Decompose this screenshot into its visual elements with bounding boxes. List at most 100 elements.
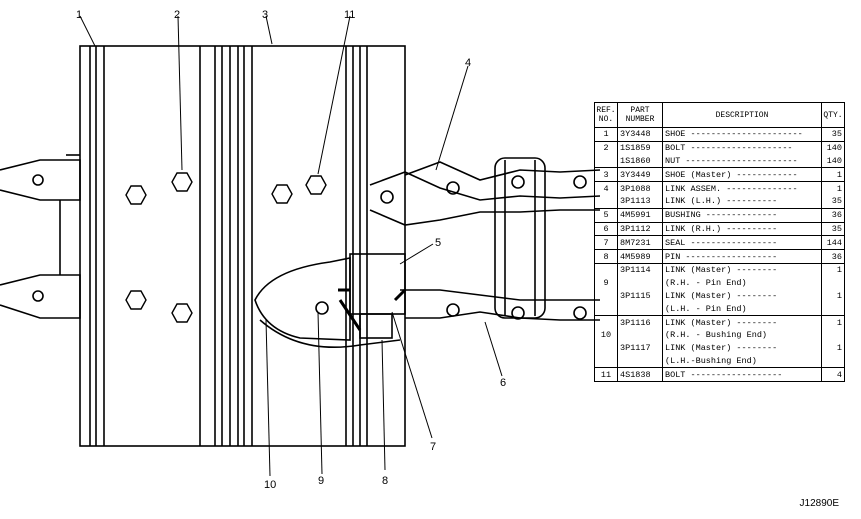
table-row: 3P1115 LINK (Master) --------1 [594,289,845,303]
description-cell: (L.H.-Bushing End) [662,354,822,369]
part-number-cell: 4S1838 [617,367,663,383]
description-cell: SEAL ----------------- [662,235,822,251]
part-number-cell: 3P1088 [617,181,663,195]
ref-cell: 1 [594,127,618,142]
ref-cell [594,354,618,369]
description-cell: PIN ------------------ [662,249,822,264]
table-row: (L.H.-Bushing End) [594,354,845,369]
qty-cell: 1 [821,289,845,303]
callout-8: 8 [382,475,388,487]
part-number-cell: 3P1117 [617,341,663,355]
ref-cell [594,315,618,329]
ref-cell: 6 [594,222,618,237]
qty-cell [821,328,845,342]
callout-7: 7 [430,441,436,453]
ref-cell: 8 [594,249,618,264]
qty-cell [821,302,845,317]
part-number-cell [617,302,663,317]
qty-cell: 36 [821,208,845,223]
part-number-cell [617,276,663,290]
description-cell: BUSHING -------------- [662,208,822,223]
table-row: (L.H. - Pin End) [594,302,845,317]
part-number-cell: 1S1859 [617,141,663,155]
table-row: 9 (R.H. - Pin End) [594,276,845,290]
qty-cell [821,354,845,369]
part-number-cell [617,328,663,342]
description-cell: (L.H. - Pin End) [662,302,822,317]
part-number-cell: 4M5989 [617,249,663,264]
header-ref-no: REF. NO. [594,102,618,128]
track-shoe [79,45,406,447]
description-cell: BOLT -------------------- [662,141,822,155]
qty-cell: 140 [821,141,845,155]
qty-cell: 1 [821,167,845,183]
description-cell: (R.H. - Bushing End) [662,328,822,342]
description-cell: LINK (Master) -------- [662,263,822,277]
qty-cell: 35 [821,127,845,142]
part-number-cell: 3P1116 [617,315,663,329]
table-row: 3P1114 LINK (Master) --------1 [594,263,845,277]
callout-5: 5 [435,237,441,249]
description-cell: SHOE ---------------------- [662,127,822,142]
ref-cell: 2 [594,141,618,155]
callout-6: 6 [500,377,506,389]
part-number-cell: 3P1113 [617,194,663,209]
qty-cell: 1 [821,181,845,195]
callout-1: 1 [76,9,82,21]
description-cell: LINK (L.H.) ---------- [662,194,822,209]
part-number-cell [617,354,663,369]
part-number-cell: 8M7231 [617,235,663,251]
qty-cell: 4 [821,367,845,383]
description-cell: LINK (Master) -------- [662,341,822,355]
qty-cell: 35 [821,194,845,209]
callout-11: 11 [344,9,355,21]
header-part-number: PART NUMBER [617,102,663,128]
description-cell: NUT ---------------------- [662,154,822,169]
part-number-cell: 3P1112 [617,222,663,237]
qty-cell: 35 [821,222,845,237]
qty-cell [821,276,845,290]
part-number-cell: 1S1860 [617,154,663,169]
link-assembly [369,157,601,321]
description-cell: LINK (Master) -------- [662,289,822,303]
left-chain [0,154,81,319]
ref-cell: 11 [594,367,618,383]
part-number-cell: 3Y3448 [617,127,663,142]
ref-cell: 9 [594,276,618,290]
callout-2: 2 [174,9,180,21]
ref-cell: 7 [594,235,618,251]
description-cell: (R.H. - Pin End) [662,276,822,290]
table-row: 3P1117 LINK (Master) --------1 [594,341,845,355]
table-row: 3P1116 LINK (Master) --------1 [594,315,845,329]
part-number-cell: 3Y3449 [617,167,663,183]
qty-cell: 36 [821,249,845,264]
description-cell: BOLT ------------------ [662,367,822,383]
qty-cell: 144 [821,235,845,251]
header-description: DESCRIPTION [662,102,822,128]
ref-cell [594,289,618,303]
callout-9: 9 [318,475,324,487]
description-cell: LINK ASSEM. -------------- [662,181,822,195]
ref-cell [594,154,618,169]
leader-lines [79,15,503,477]
ref-cell [594,302,618,317]
ref-cell [594,263,618,277]
figure-id: J12890E [799,498,839,509]
ref-cell: 4 [594,181,618,195]
header-qty: QTY. [821,102,845,128]
ref-cell: 5 [594,208,618,223]
qty-cell: 1 [821,263,845,277]
description-cell: LINK (Master) -------- [662,315,822,329]
bolt-heads [125,172,327,323]
callout-3: 3 [262,9,268,21]
table-header-row: REF. NO. PART NUMBER DESCRIPTION QTY. [594,102,845,128]
